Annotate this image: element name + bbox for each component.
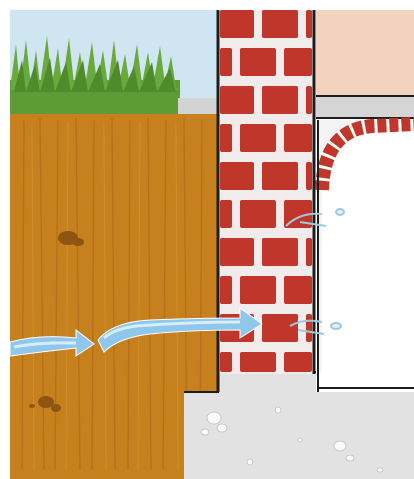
- brick: [284, 124, 312, 152]
- brick: [306, 238, 312, 266]
- brick: [240, 124, 276, 152]
- brick: [220, 276, 232, 304]
- brick: [220, 238, 254, 266]
- brick: [262, 238, 298, 266]
- brick: [262, 86, 298, 114]
- brick: [262, 314, 298, 342]
- brick: [262, 10, 298, 38]
- floor-slab: [316, 96, 414, 118]
- brick: [220, 48, 232, 76]
- brick: [220, 124, 232, 152]
- brick: [240, 276, 276, 304]
- brick: [240, 48, 276, 76]
- brick: [306, 162, 312, 190]
- brick: [306, 10, 312, 38]
- brick: [220, 200, 232, 228]
- brick: [262, 162, 298, 190]
- brick: [240, 352, 276, 372]
- basement-room: [318, 120, 414, 392]
- brick: [240, 200, 276, 228]
- brick: [284, 352, 312, 372]
- brick: [220, 10, 254, 38]
- interior-upper-wall: [316, 10, 414, 96]
- brick-wall: [218, 10, 314, 392]
- brick: [220, 86, 254, 114]
- ground-edge-slab: [178, 98, 220, 114]
- brick: [220, 162, 254, 190]
- brick: [306, 86, 312, 114]
- brick: [306, 314, 312, 342]
- brick: [284, 48, 312, 76]
- brick: [284, 276, 312, 304]
- brick: [220, 352, 232, 372]
